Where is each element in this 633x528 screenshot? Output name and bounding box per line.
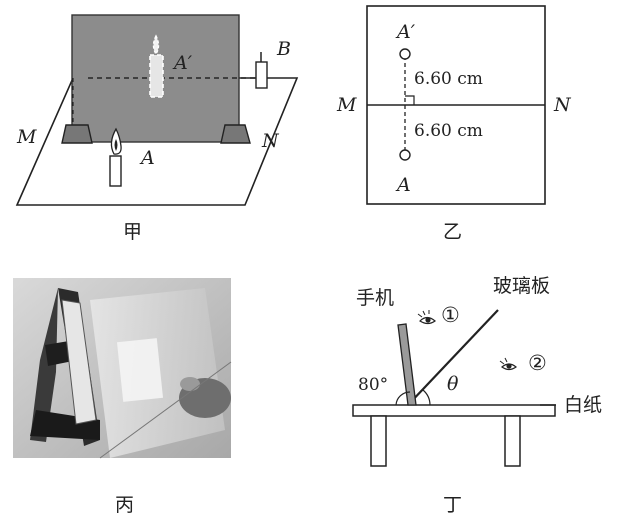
label-a-prime: A′: [172, 52, 193, 74]
label-a-prime: A′: [395, 21, 416, 43]
plate-support-left: [61, 124, 93, 144]
angle-80-arc: [395, 391, 411, 406]
label-m: M: [16, 126, 37, 148]
angle-theta-arc: [422, 389, 431, 406]
distance-upper: 6.60 cm: [414, 69, 483, 89]
candle-b: [255, 61, 268, 89]
caption-bing: 丙: [115, 494, 134, 516]
label-paper: 白纸: [564, 394, 602, 416]
point-a: [399, 149, 411, 161]
eye-2-number: ②: [528, 351, 547, 375]
panel-bing-photo: 丙: [13, 278, 232, 516]
candle-a: [109, 155, 122, 187]
theta-label: θ: [447, 373, 459, 395]
caption-yi: 乙: [443, 221, 462, 243]
eye-icon: [499, 357, 517, 371]
photo-phone: [61, 299, 97, 425]
table-leg-left: [370, 415, 387, 467]
right-angle-mark: [405, 95, 415, 105]
plate-support-right: [220, 124, 251, 144]
panel-jia: M N A A′ B 甲: [15, 14, 299, 243]
flame-image-icon: [152, 34, 160, 56]
eye-icon: [417, 310, 436, 325]
panel-ding: 手机 玻璃板 白纸 80° θ ① ② 丁: [352, 275, 602, 516]
label-n: N: [553, 94, 572, 116]
candle-image-a-prime: [149, 54, 164, 98]
glass-plate-line: [407, 309, 499, 406]
label-n: N: [261, 130, 280, 152]
point-a-prime: [399, 48, 411, 60]
label-m: M: [336, 94, 357, 116]
photo-phone-reflection: [116, 338, 164, 402]
caption-ding: 丁: [443, 494, 462, 516]
panel-yi: A′ A 6.60 cm 6.60 cm M N 乙: [336, 5, 572, 243]
label-b: B: [276, 38, 291, 60]
table-top: [352, 404, 556, 417]
table-leg-right: [504, 415, 521, 467]
phone-body: [397, 323, 417, 406]
caption-jia: 甲: [123, 221, 142, 243]
angle-80-label: 80°: [358, 375, 388, 395]
label-glass: 玻璃板: [493, 275, 550, 297]
label-a: A: [139, 147, 155, 169]
label-a: A: [395, 174, 411, 196]
eye-1-number: ①: [441, 303, 460, 327]
distance-lower: 6.60 cm: [414, 121, 483, 141]
label-phone: 手机: [356, 287, 394, 309]
